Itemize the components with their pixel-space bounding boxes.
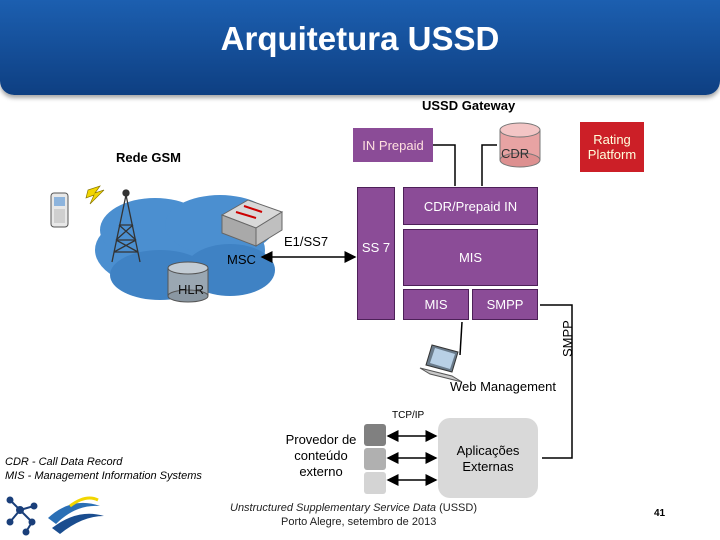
- footer-ussd-abbrev: (USSD): [436, 502, 477, 514]
- tcp-ip-label: TCP/IP: [392, 410, 425, 421]
- hlr-label: HLR: [178, 282, 205, 297]
- in-prepaid-label: IN Prepaid: [362, 137, 424, 153]
- aplicacoes-externas-label: Aplicações Externas: [456, 443, 520, 474]
- header-banner: [0, 0, 720, 95]
- aplicacoes-externas-box: [438, 418, 538, 498]
- footer-line-2: Porto Alegre, setembro de 2013: [281, 516, 437, 528]
- in-prepaid-box: IN Prepaid: [353, 128, 433, 162]
- footer-logo-network-icon: [6, 496, 38, 536]
- connector-smpp-vertical: [540, 304, 573, 459]
- mobile-phone-icon: [50, 192, 69, 228]
- laptop-icon: [419, 344, 463, 383]
- smpp-box: SMPP: [472, 289, 538, 320]
- lightning-icon: [85, 185, 105, 205]
- footer-ussd-italic: Unstructured Supplementary Service Data: [230, 502, 437, 514]
- connector-in-prepaid-to-gateway: [433, 144, 456, 186]
- msc-label: MSC: [227, 252, 256, 267]
- connector-cdr-to-gateway: [481, 144, 497, 186]
- rating-platform-box: Rating Platform: [580, 122, 644, 172]
- ss7-box: SS 7: [357, 187, 395, 320]
- rede-gsm-label: Rede GSM: [116, 150, 182, 165]
- legend-cdr: CDR - Call Data Record: [5, 456, 123, 468]
- hlr-database-icon: [167, 261, 209, 303]
- mis-large-box: MIS: [403, 229, 538, 286]
- antenna-tower-icon: [111, 189, 141, 263]
- connector-web-management: [459, 321, 463, 356]
- ussd-gateway-label: USSD Gateway: [422, 98, 516, 113]
- provider-block-1: [364, 424, 386, 446]
- legend-mis: MIS - Management Information Systems: [5, 470, 202, 482]
- msc-switch-icon: [220, 199, 284, 247]
- page-number: 41: [654, 508, 666, 519]
- provider-block-2: [364, 448, 386, 470]
- provedor-label: Provedor de conteúdo externo: [285, 432, 357, 479]
- cdr-database-icon: [499, 122, 541, 168]
- slide-title: Arquitetura USSD: [220, 20, 500, 57]
- mis-small-box: MIS: [403, 289, 469, 320]
- e1-ss7-label: E1/SS7: [284, 234, 329, 249]
- cdr-db-label: CDR: [501, 146, 530, 161]
- cdr-prepaid-in-box: CDR/Prepaid IN: [403, 187, 538, 225]
- footer-line-1: Unstructured Supplementary Service Data …: [230, 502, 477, 514]
- web-management-label: Web Management: [450, 379, 556, 394]
- smpp-vertical-label: SMPP: [560, 320, 575, 357]
- provider-block-3: [364, 472, 386, 494]
- footer-logo-waves-icon: [48, 496, 104, 534]
